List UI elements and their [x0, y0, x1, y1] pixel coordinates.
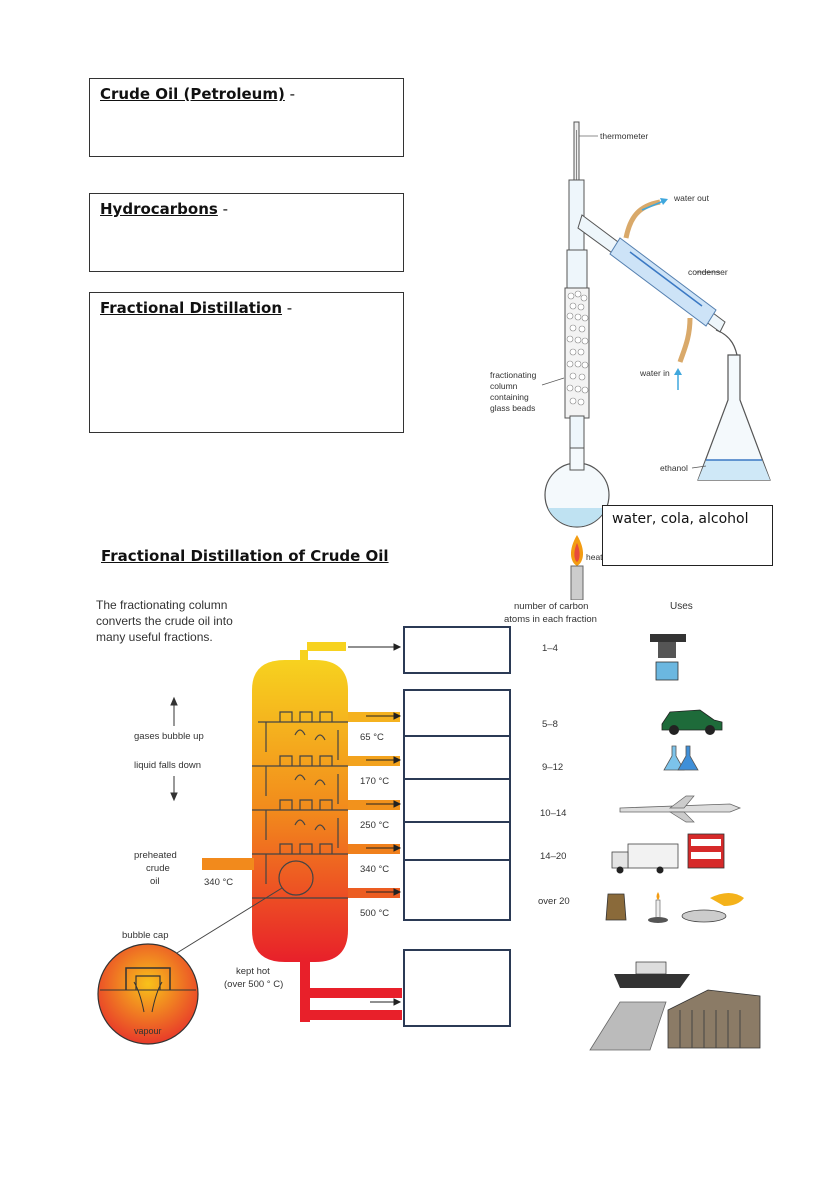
fraction-answer-box-3[interactable] [403, 735, 511, 780]
condenser-label: condenser [688, 267, 728, 277]
water-in-arrow-icon [674, 368, 682, 390]
car-icon [661, 709, 723, 735]
fraction-answer-box-5[interactable] [403, 821, 511, 861]
hydrocarbons-definition-box[interactable]: Hydrocarbons - [89, 193, 404, 272]
gases-label: gases bubble up [134, 731, 204, 742]
hydrocarbons-term: Hydrocarbons [100, 200, 218, 218]
carbon-count-header-1: number of carbon [514, 601, 588, 612]
crude-oil-dash: - [284, 85, 296, 103]
truck-icon [611, 843, 679, 874]
chemical-flasks-icon [663, 745, 699, 771]
ethanol-label: ethanol [660, 463, 688, 473]
carbon-count-5: 14–20 [540, 851, 566, 862]
heat-label: heat [586, 552, 603, 562]
liquid-label: liquid falls down [134, 760, 201, 771]
lubricant-oil-can-icon [605, 893, 627, 921]
crude-oil-definition-box[interactable]: Crude Oil (Petroleum) - [89, 78, 404, 157]
temp-label-340: 340 °C [360, 864, 389, 875]
fraction-answer-box-7[interactable] [403, 949, 511, 1027]
gas-burner-icon [650, 634, 686, 681]
vapour-label: vapour [134, 1026, 162, 1036]
intro-line-1: The fractionating column [96, 598, 227, 612]
preheated-label-3: oil [150, 876, 160, 887]
bus-icon [687, 833, 725, 869]
column-label-4: glass beads [490, 403, 535, 413]
temp-label-65: 65 °C [360, 732, 384, 743]
mixture-note-box[interactable]: water, cola, alcohol [602, 505, 773, 566]
fraction-answer-box-1[interactable] [403, 626, 511, 674]
intro-line-3: many useful fractions. [96, 630, 213, 644]
tower-body [252, 660, 348, 962]
candle-icon [648, 892, 668, 923]
fractional-distillation-term: Fractional Distillation [100, 299, 283, 317]
carbon-count-6: over 20 [538, 896, 570, 907]
shed-icon [667, 989, 761, 1049]
fractional-distillation-definition-box[interactable]: Fractional Distillation - [89, 292, 404, 433]
polish-tin-icon [681, 893, 744, 923]
temp-label-500: 500 °C [360, 908, 389, 919]
up-down-arrow-icon [170, 696, 178, 802]
fractional-distillation-tower-diagram: The fractionating column converts the cr… [96, 598, 761, 1051]
round-bottom-flask [544, 447, 610, 528]
carbon-count-3: 9–12 [542, 762, 563, 773]
thermometer-label: thermometer [600, 131, 648, 141]
inlet-temp-label: 340 °C [204, 877, 233, 888]
bubble-cap-inset [97, 943, 199, 1045]
section-title: Fractional Distillation of Crude Oil [101, 547, 389, 565]
temp-label-250: 250 °C [360, 820, 389, 831]
carbon-count-header-2: atoms in each fraction [504, 614, 597, 625]
fraction-answer-box-6[interactable] [403, 859, 511, 921]
column-label-1: fractionating [490, 370, 537, 380]
water-out-label: water out [673, 193, 710, 203]
ship-icon [614, 961, 690, 988]
hydrocarbons-dash: - [217, 200, 229, 218]
bunsen-burner [570, 565, 584, 600]
conical-flask [697, 354, 771, 481]
column-label-3: containing [490, 392, 529, 402]
kept-hot-label-2: (over 500 ° C) [224, 979, 283, 990]
fractional-distillation-dash: - [282, 299, 293, 317]
kept-hot-label-1: kept hot [236, 966, 270, 977]
fractionating-column [564, 249, 590, 451]
airplane-icon [619, 795, 742, 823]
column-label-2: column [490, 381, 518, 391]
mixture-note-text: water, cola, alcohol [612, 511, 749, 527]
road-icon [589, 1001, 667, 1051]
temp-label-170: 170 °C [360, 776, 389, 787]
water-out-arrow-icon [641, 198, 668, 211]
crude-oil-term: Crude Oil (Petroleum) [100, 85, 285, 103]
uses-header: Uses [670, 601, 693, 612]
distillation-apparatus-diagram: thermometer water out condenser water in… [490, 121, 771, 600]
fraction-answer-box-4[interactable] [403, 778, 511, 823]
carbon-count-1: 1–4 [542, 643, 558, 654]
water-in-label: water in [639, 368, 670, 378]
bubble-cap-label: bubble cap [122, 930, 168, 941]
condenser [577, 214, 726, 333]
carbon-count-4: 10–14 [540, 808, 566, 819]
fraction-answer-box-2[interactable] [403, 689, 511, 737]
carbon-count-2: 5–8 [542, 719, 558, 730]
preheated-label-2: crude [146, 863, 170, 874]
intro-line-2: converts the crude oil into [96, 614, 233, 628]
preheated-label-1: preheated [134, 850, 177, 861]
